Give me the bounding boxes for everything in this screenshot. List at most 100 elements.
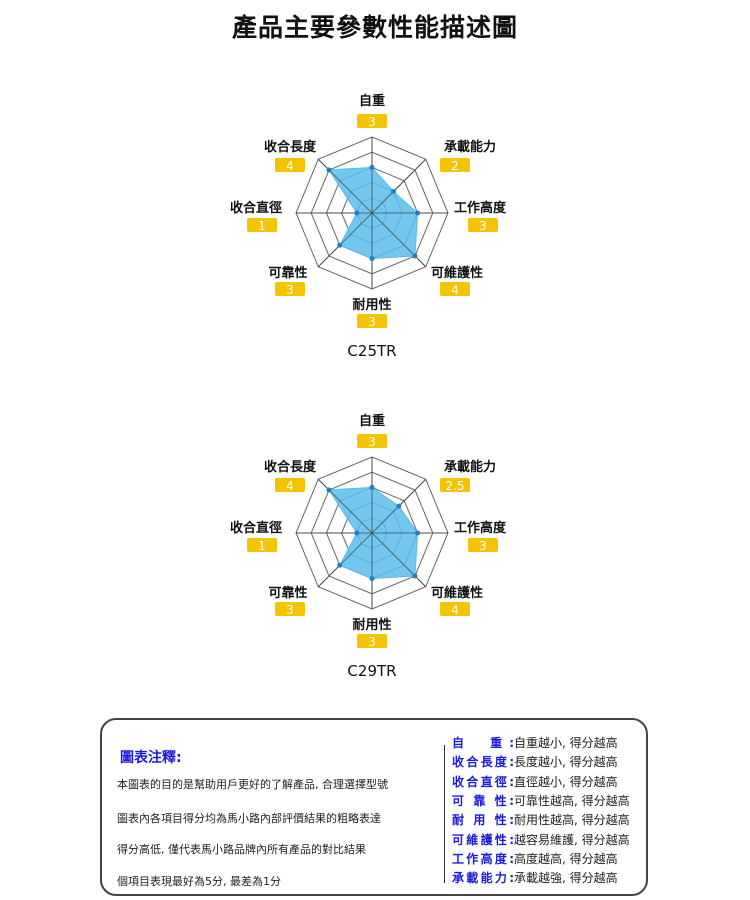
data-point xyxy=(412,253,418,259)
data-point xyxy=(415,210,421,216)
axis-label: 收合直徑 xyxy=(230,200,282,216)
score-label: 2 xyxy=(451,159,459,173)
data-point xyxy=(369,484,375,490)
grid-spoke-overlay xyxy=(371,212,427,268)
note-line: 本圖表的目的是幫助用戶更好的了解產品, 合理選擇型號 xyxy=(117,778,388,791)
axis-label: 承載能力 xyxy=(444,459,496,475)
score-label: 4 xyxy=(286,479,294,493)
legend-description: 越容易維護, 得分越高 xyxy=(514,832,630,847)
legend-key: 可維護性: xyxy=(452,832,514,847)
legend-key: 自 重: xyxy=(452,736,514,750)
legend-key: 可 靠 性: xyxy=(452,793,514,808)
axis-label: 可維護性 xyxy=(431,265,483,281)
legend-description: 自重越小, 得分越高 xyxy=(514,736,618,750)
score-badge xyxy=(440,478,470,492)
score-label: 3 xyxy=(479,539,487,553)
grid-spoke-overlay xyxy=(317,212,373,268)
score-badge xyxy=(247,218,277,232)
radar-chart-c25tr: 自重3承載能力2工作高度3可維護性4耐用性3可靠性3收合直徑1收合長度4C25T… xyxy=(230,93,507,360)
score-badge xyxy=(468,218,498,232)
radar-charts: 自重3承載能力2工作高度3可維護性4耐用性3可靠性3收合直徑1收合長度4C25T… xyxy=(230,93,507,680)
score-label: 2.5 xyxy=(445,479,464,493)
score-label: 3 xyxy=(286,603,294,617)
divider xyxy=(444,745,445,883)
data-point xyxy=(354,530,360,536)
legend-key: 耐 用 性: xyxy=(452,813,514,828)
data-point xyxy=(326,487,332,493)
chart-title: C25TR xyxy=(347,342,396,360)
axis-label: 可靠性 xyxy=(268,585,307,601)
axis-label: 自重 xyxy=(359,413,385,429)
legend-description: 直徑越小, 得分越高 xyxy=(514,774,618,789)
score-label: 3 xyxy=(479,219,487,233)
axis-label: 收合直徑 xyxy=(230,520,282,536)
legend-key: 收合直徑: xyxy=(452,774,514,789)
axis-label: 工作高度 xyxy=(454,520,507,536)
axis-label: 收合長度 xyxy=(264,459,317,475)
score-badge xyxy=(275,282,305,296)
score-badge xyxy=(357,114,387,128)
axis-label: 收合長度 xyxy=(264,139,317,155)
grid-spoke-overlay xyxy=(317,532,373,588)
score-label: 3 xyxy=(286,283,294,297)
data-point xyxy=(415,530,421,536)
legend-description: 可靠性越高, 得分越高 xyxy=(514,793,630,808)
note-line: 得分高低, 僅代表馬小路品牌內所有產品的對比結果 xyxy=(117,843,366,856)
legend-key: 工作高度: xyxy=(452,851,514,866)
grid-spoke-overlay xyxy=(317,478,373,534)
legend-description: 高度越高, 得分越高 xyxy=(514,851,618,866)
score-label: 1 xyxy=(258,539,266,553)
legend-row: 自 重:自重越小, 得分越高 xyxy=(452,734,618,751)
legend-key: 承載能力: xyxy=(452,871,514,886)
score-label: 4 xyxy=(286,159,294,173)
score-badge xyxy=(275,602,305,616)
legend-row: 收合長度:長度越小, 得分越高 xyxy=(452,753,618,770)
legend-row: 可 靠 性:可靠性越高, 得分越高 xyxy=(452,792,630,809)
score-label: 3 xyxy=(368,435,376,449)
score-badge xyxy=(440,282,470,296)
score-badge xyxy=(357,634,387,648)
note-line: 個項目表現最好為5分, 最差為1分 xyxy=(117,875,281,888)
legend-description: 長度越小, 得分越高 xyxy=(514,755,618,770)
data-point xyxy=(354,210,360,216)
data-point xyxy=(412,573,418,579)
axis-label: 工作高度 xyxy=(454,200,507,216)
score-badge xyxy=(357,314,387,328)
data-point xyxy=(337,562,343,568)
score-label: 3 xyxy=(368,635,376,649)
score-label: 3 xyxy=(368,115,376,129)
grid-spoke-overlay xyxy=(317,158,373,214)
legend-row: 工作高度:高度越高, 得分越高 xyxy=(452,850,618,867)
legend-description: 耐用性越高, 得分越高 xyxy=(514,813,630,828)
score-badge xyxy=(440,602,470,616)
axis-label: 耐用性 xyxy=(352,617,391,633)
data-point xyxy=(396,503,402,509)
grid-spoke-overlay xyxy=(371,532,427,588)
legend-row: 承載能力:承載越強, 得分越高 xyxy=(452,869,618,886)
data-point xyxy=(369,256,375,262)
data-point xyxy=(369,164,375,170)
score-badge xyxy=(357,434,387,448)
score-badge xyxy=(275,158,305,172)
score-label: 4 xyxy=(451,283,459,297)
legend-description: 承載越強, 得分越高 xyxy=(514,871,618,886)
score-badge xyxy=(275,478,305,492)
score-badge xyxy=(247,538,277,552)
axis-label: 自重 xyxy=(359,93,385,109)
data-point xyxy=(326,167,332,173)
grid-spoke-overlay xyxy=(371,158,427,214)
legend-row: 收合直徑:直徑越小, 得分越高 xyxy=(452,773,618,790)
radar-chart-c29tr: 自重3承載能力2.5工作高度3可維護性4耐用性3可靠性3收合直徑1收合長度4C2… xyxy=(230,413,507,680)
axis-label: 可靠性 xyxy=(268,265,307,281)
legend-row: 耐 用 性:耐用性越高, 得分越高 xyxy=(452,811,630,828)
score-label: 4 xyxy=(451,603,459,617)
page-title: 產品主要參數性能描述圖 xyxy=(231,13,518,42)
legend-key: 收合長度: xyxy=(452,755,514,770)
legend-row: 可維護性:越容易維護, 得分越高 xyxy=(452,831,630,848)
axis-label: 承載能力 xyxy=(444,139,496,155)
note-line: 圖表內各項目得分均為馬小路內部評價結果的粗略表達 xyxy=(117,812,381,825)
score-badge xyxy=(468,538,498,552)
axis-label: 耐用性 xyxy=(352,297,391,313)
data-point xyxy=(337,242,343,248)
